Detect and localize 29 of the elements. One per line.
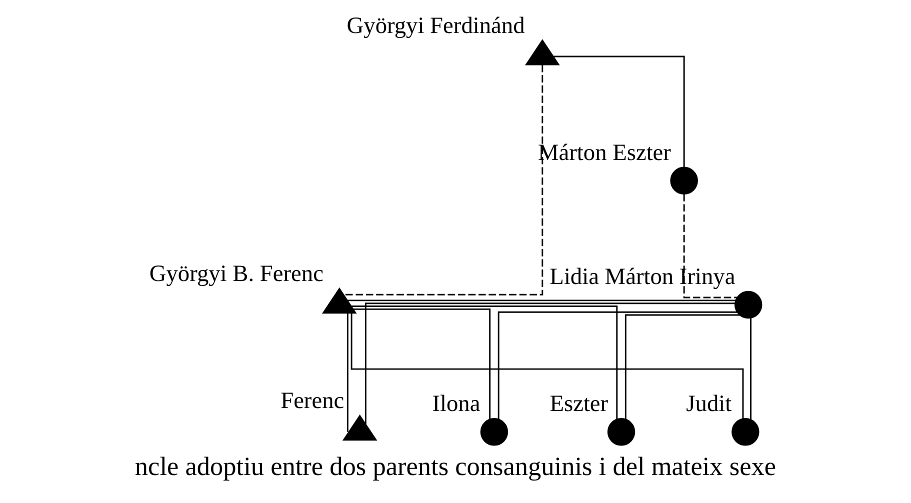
connector bbox=[498, 311, 737, 420]
node-circle bbox=[734, 290, 762, 319]
node-label: Lidia Márton Irinya bbox=[550, 264, 736, 290]
connector bbox=[350, 313, 744, 419]
node-triangle bbox=[322, 287, 357, 314]
node-label: Györgyi B. Ferenc bbox=[149, 261, 324, 288]
node-label: Györgyi Ferdinánd bbox=[346, 12, 525, 39]
connector bbox=[750, 318, 752, 420]
node-label: Judit bbox=[686, 391, 732, 418]
node-triangle bbox=[342, 414, 378, 441]
caption: ncle adoptiu entre dos parents consanguinis i del mateix sexe bbox=[134, 452, 776, 481]
connector bbox=[346, 313, 348, 432]
connector bbox=[353, 308, 491, 420]
connector bbox=[683, 194, 738, 298]
node-circle bbox=[670, 166, 698, 195]
node-circle bbox=[480, 418, 508, 446]
node-label: Márton Eszter bbox=[538, 140, 671, 166]
connector bbox=[554, 56, 685, 168]
connector bbox=[344, 64, 544, 296]
node-label: Ferenc bbox=[280, 388, 344, 414]
node-triangle bbox=[524, 39, 560, 66]
connector bbox=[347, 300, 736, 302]
connector bbox=[364, 302, 736, 424]
node-circle bbox=[732, 418, 760, 446]
node-circle bbox=[607, 418, 636, 446]
node-label: Eszter bbox=[550, 391, 608, 418]
connector bbox=[351, 306, 618, 420]
connector bbox=[624, 314, 740, 420]
node-label: Ilona bbox=[432, 391, 480, 418]
